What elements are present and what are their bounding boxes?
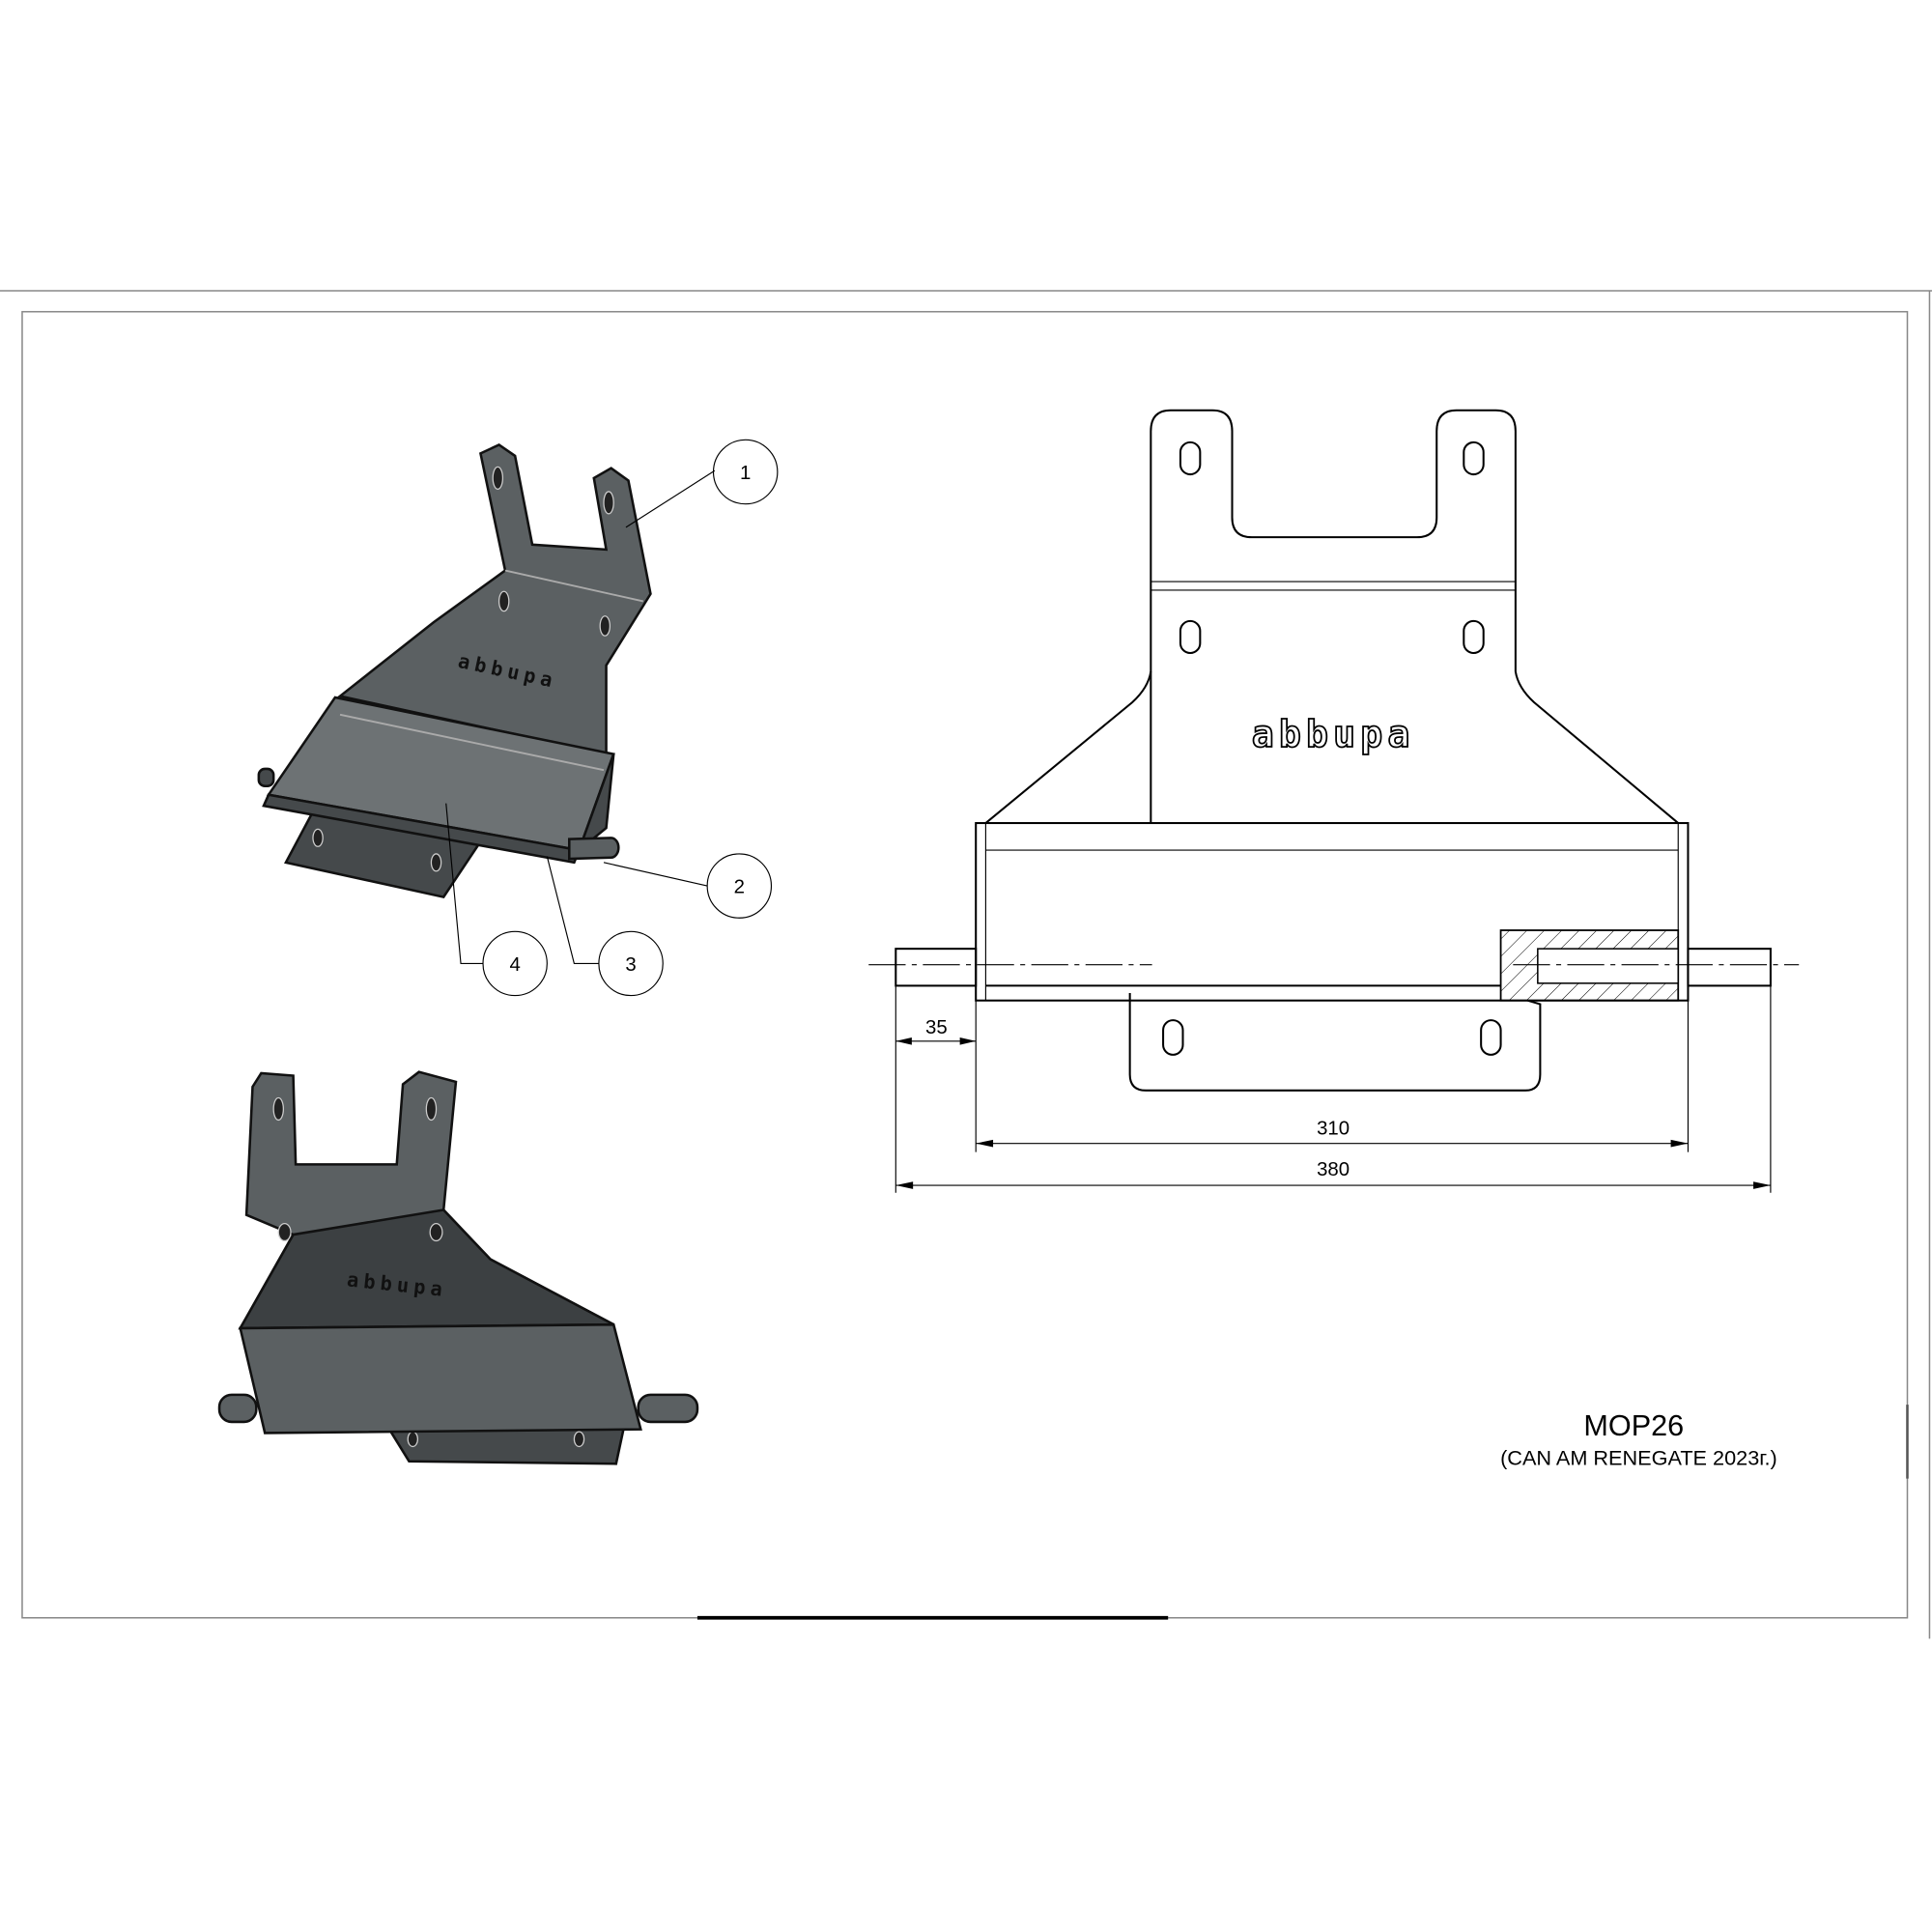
upper-plate <box>337 442 652 756</box>
lower-plate-2 <box>386 1428 625 1465</box>
dimensions: 35 310 380 <box>895 985 1772 1193</box>
balloon-4: 4 <box>509 954 520 976</box>
lower-plate <box>1128 993 1542 1092</box>
front-view: abbupa <box>868 409 1800 1092</box>
isometric-view-top: abbupa <box>257 442 652 899</box>
title-block: MOP26 (CAN AM RENEGATE 2023г.) <box>1500 1409 1777 1470</box>
balloon-3: 3 <box>625 954 636 976</box>
right-pin <box>1687 948 1772 987</box>
dim-310: 310 <box>1317 1119 1350 1140</box>
left-pin <box>895 948 978 987</box>
sheet-frame <box>0 290 1932 1639</box>
balloon-1: 1 <box>740 463 751 484</box>
bracket-outline <box>1150 409 1679 824</box>
balloon-2: 2 <box>734 877 745 898</box>
dim-35: 35 <box>925 1017 948 1038</box>
logo-mark: abbupa <box>1252 713 1415 756</box>
part-number: MOP26 <box>1583 1409 1684 1442</box>
cross-tube <box>975 822 1690 1002</box>
box-front-face <box>239 1322 642 1435</box>
dim-380: 380 <box>1317 1159 1350 1180</box>
vehicle-model: (CAN AM RENEGATE 2023г.) <box>1500 1446 1777 1470</box>
isometric-view-bottom: abbupa <box>217 1070 699 1465</box>
balloon-callouts: 1 2 3 4 <box>445 439 779 997</box>
